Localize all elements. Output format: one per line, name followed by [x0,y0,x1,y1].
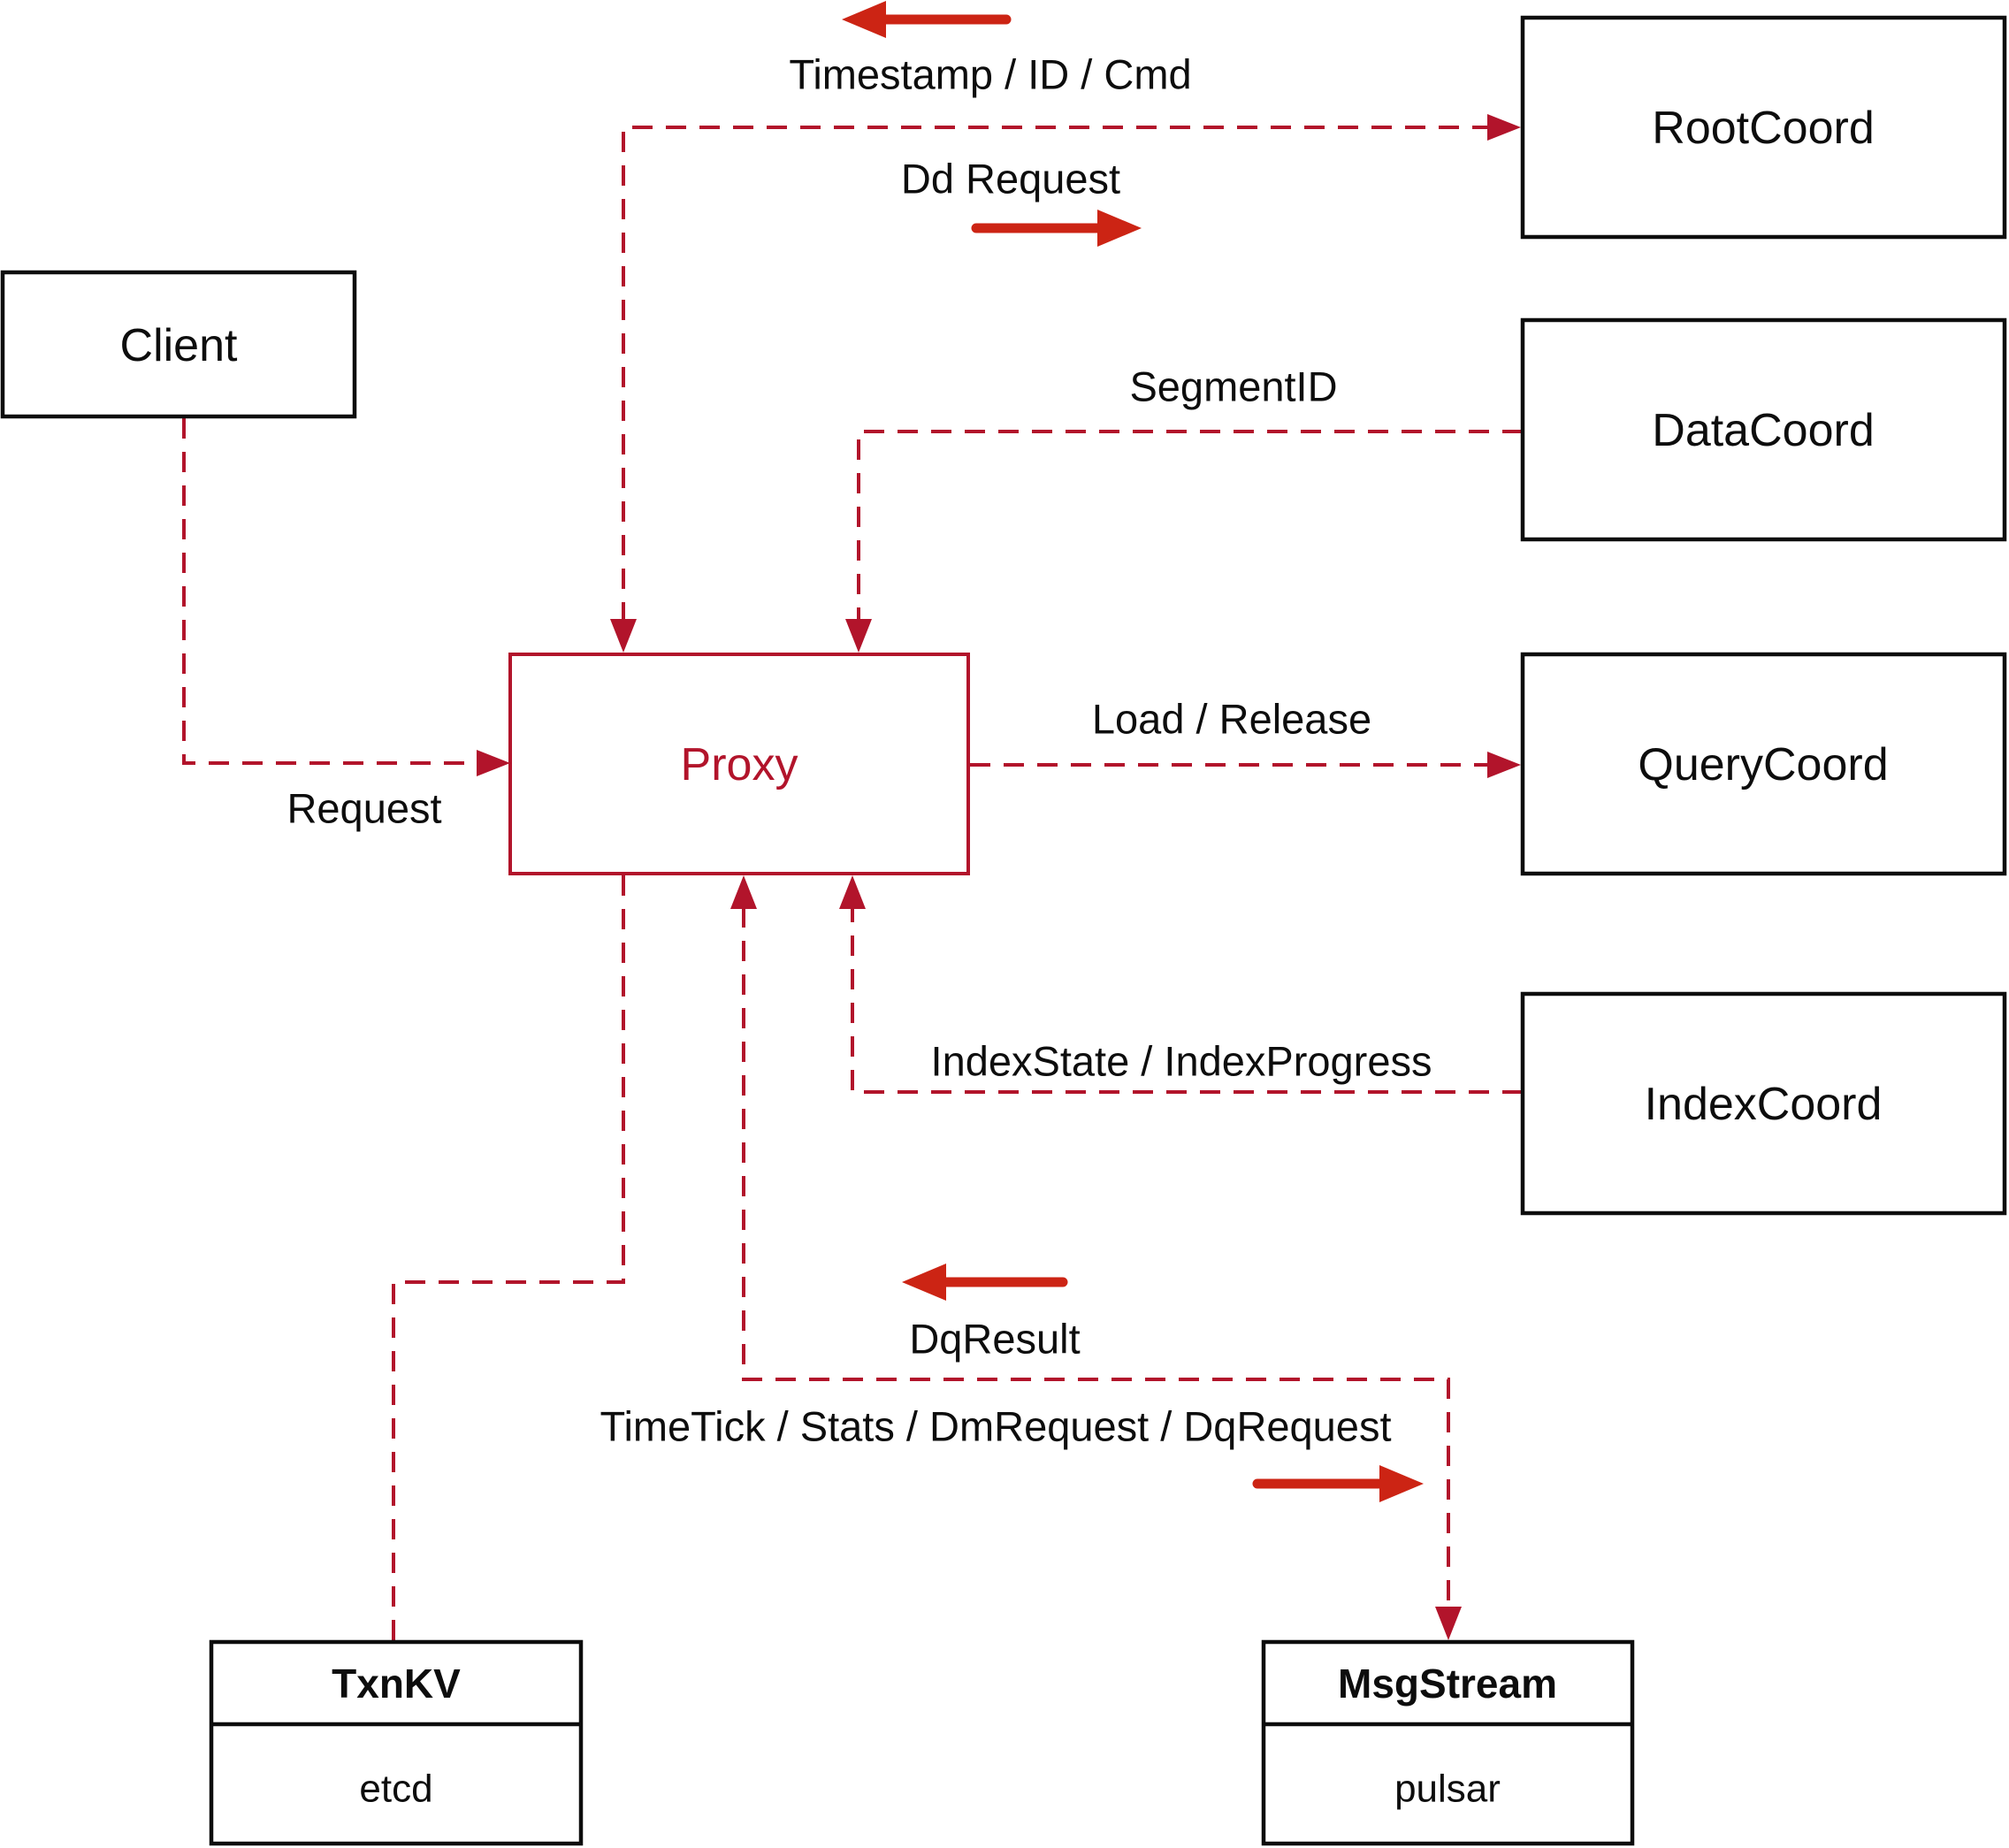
indexcoord-label: IndexCoord [1645,1079,1883,1130]
node-txnkv: TxnKV etcd [209,1639,584,1846]
node-indexcoord [1520,991,2007,1216]
txnkv-title: TxnKV [332,1661,461,1707]
time-tick-direction-right-arrow-icon [1252,1465,1424,1502]
datacoord-label: DataCoord [1652,405,1874,456]
querycoord-label: QueryCoord [1638,739,1888,790]
edge-label-dd-request: Dd Request [901,155,1120,202]
edge-datacoord-proxy [857,430,1523,622]
arrowhead-into-rootcoord-icon [1487,114,1521,141]
edge-proxy-txnkv [392,875,625,1640]
edge-label-load-release: Load / Release [1092,695,1371,742]
msgstream-subtitle: pulsar [1394,1767,1501,1810]
edge-label-segment-id: SegmentID [1129,363,1337,409]
node-rootcoord [1520,15,2007,240]
edge-label-timestamp-id-cmd: Timestamp / ID / Cmd [789,50,1191,97]
arrowhead-into-proxy-bottom-right-icon [839,875,866,909]
arrowhead-into-querycoord-icon [1487,752,1521,778]
node-msgstream: MsgStream pulsar [1261,1639,1635,1846]
rootcoord-label: RootCoord [1652,103,1874,154]
edge-client-proxy [182,418,477,765]
msgstream-title: MsgStream [1338,1661,1557,1707]
client-label: Client [120,320,238,371]
arrowhead-into-proxy-left-icon [477,750,510,776]
txnkv-subtitle: etcd [359,1767,432,1810]
msgstream-box [1261,1639,1635,1846]
node-proxy [508,653,970,875]
edge-label-time-tick: TimeTick / Stats / DmRequest / DqRequest [600,1402,1391,1449]
edge-proxy-msgstream [742,907,1450,1608]
edge-label-index-state: IndexState / IndexProgress [931,1037,1432,1084]
arrowhead-into-proxy-top-left-icon [610,619,637,653]
arrowhead-into-msgstream-icon [1435,1607,1462,1640]
txnkv-box [209,1639,584,1846]
node-querycoord [1520,652,2007,876]
timestamp-direction-left-arrow-icon [842,1,1012,38]
dd-request-direction-right-arrow-icon [971,210,1142,247]
edge-label-request: Request [286,784,441,831]
dq-result-direction-left-arrow-icon [902,1264,1068,1301]
edge-label-dq-result: DqResult [909,1315,1080,1362]
node-datacoord [1520,317,2007,542]
proxy-label: Proxy [681,739,798,790]
arrowhead-into-proxy-top-right-icon [845,619,872,653]
arrowhead-into-proxy-bottom-left-icon [730,875,757,909]
node-client [0,270,357,419]
